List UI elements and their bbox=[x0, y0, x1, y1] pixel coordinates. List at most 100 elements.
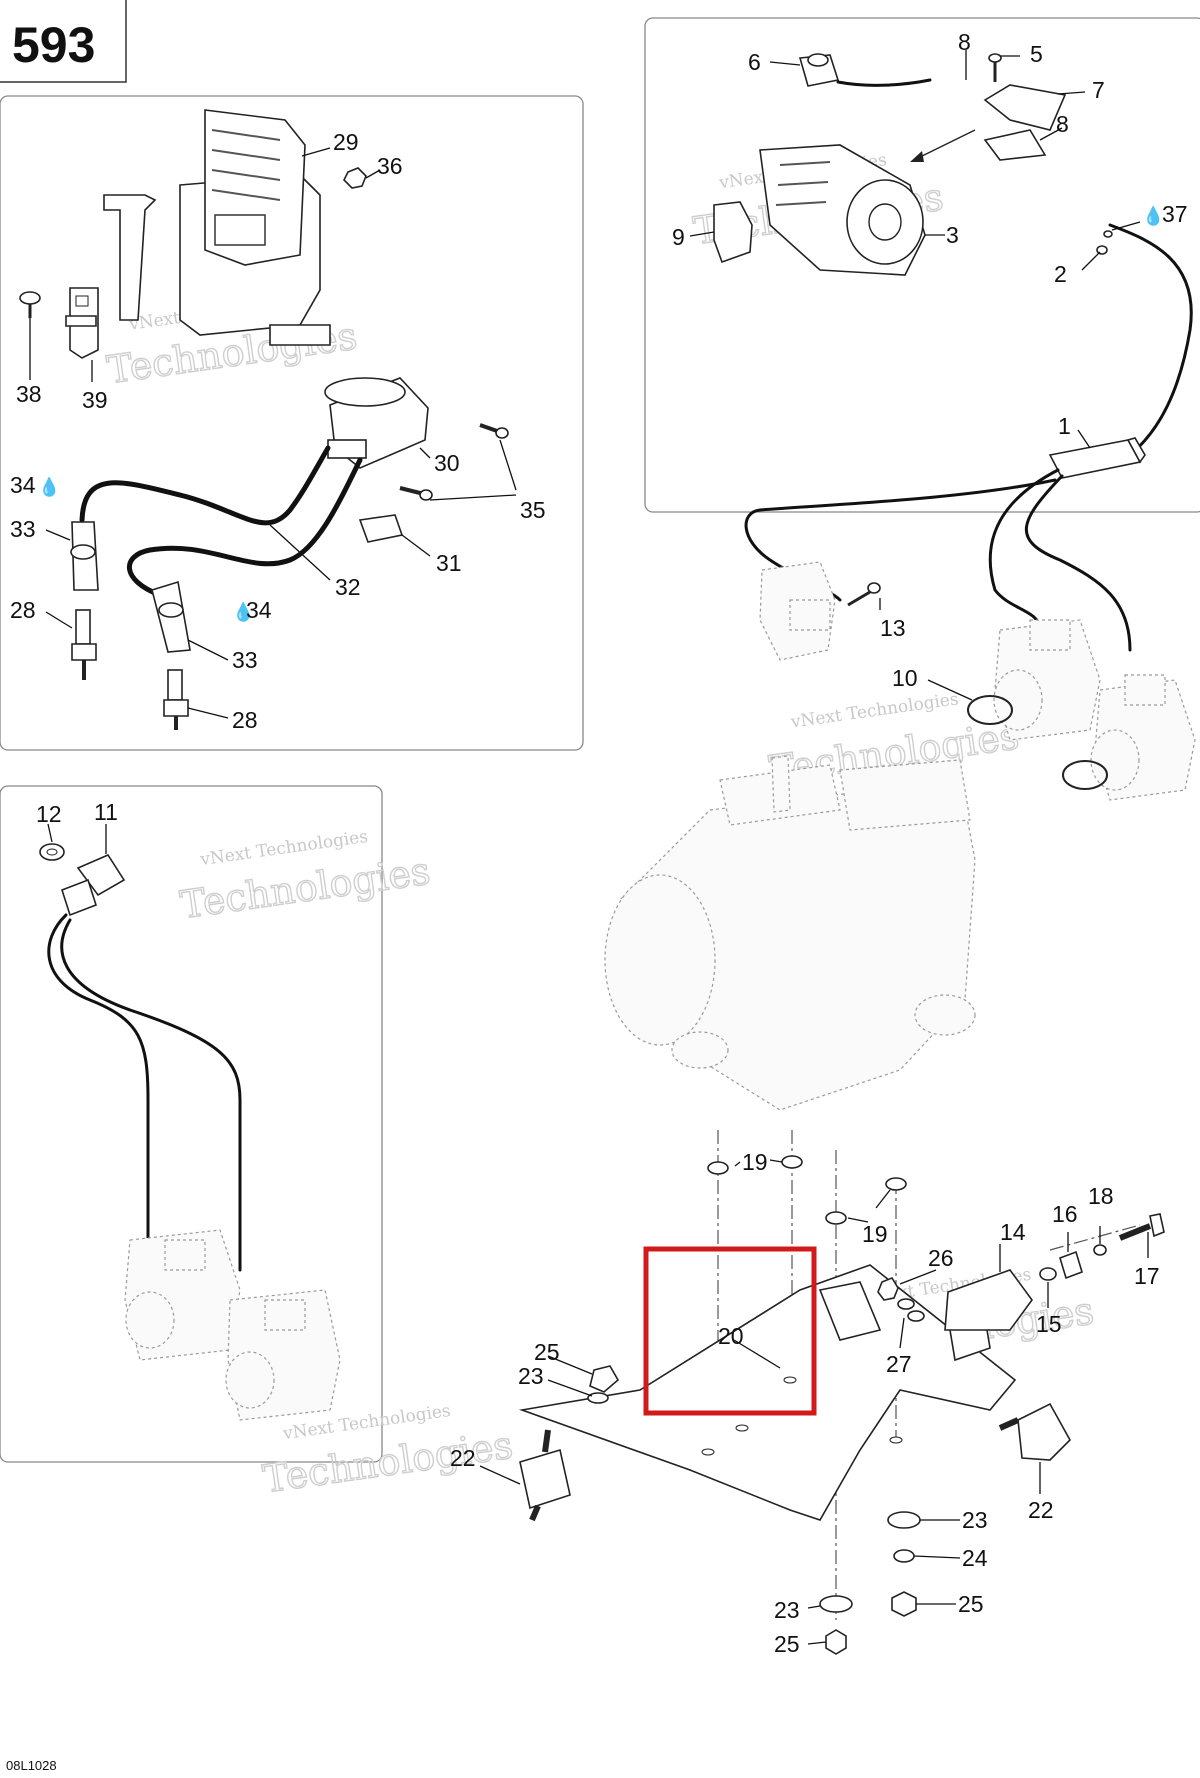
callout-28: 28 bbox=[232, 707, 258, 733]
engine-mount-plate bbox=[518, 1264, 1017, 1521]
callout-8: 8 bbox=[1056, 111, 1069, 137]
callout-39: 39 bbox=[82, 387, 108, 413]
callout-2: 2 bbox=[1054, 261, 1067, 287]
callout-26: 26 bbox=[928, 1245, 954, 1271]
callout-27: 27 bbox=[886, 1351, 912, 1377]
spacer-16 bbox=[1059, 1250, 1083, 1280]
washer-23 bbox=[587, 1392, 609, 1404]
clamp-10 bbox=[967, 695, 1108, 790]
washer-27 bbox=[897, 1298, 915, 1310]
highlight-box bbox=[643, 1246, 817, 1416]
sensor-panel bbox=[0, 785, 383, 1463]
nut-25 bbox=[825, 1629, 847, 1655]
sensor-wire bbox=[60, 918, 242, 1272]
callout-34: 34 bbox=[10, 472, 36, 498]
callout-35: 35 bbox=[520, 497, 546, 523]
callout-22: 22 bbox=[1028, 1497, 1054, 1523]
spark-plug-wire bbox=[127, 457, 363, 598]
callout-13: 13 bbox=[880, 615, 906, 641]
callout-38: 38 bbox=[16, 381, 42, 407]
throttle-panel bbox=[644, 17, 1200, 513]
leaders-throttle bbox=[689, 50, 1141, 449]
callout-31: 31 bbox=[436, 550, 462, 576]
callout-15: 15 bbox=[1036, 1311, 1062, 1337]
spark-plug-cap bbox=[70, 521, 99, 591]
callout-7: 7 bbox=[1092, 77, 1105, 103]
callout-12: 12 bbox=[36, 801, 62, 827]
carburetor-left bbox=[124, 1229, 341, 1421]
callout-34: 34 bbox=[246, 597, 272, 623]
bolt-17 bbox=[1118, 1213, 1165, 1241]
callout-9: 9 bbox=[672, 224, 685, 250]
callout-16: 16 bbox=[1052, 1201, 1078, 1227]
bracket-14 bbox=[944, 1269, 1033, 1331]
switch-wire bbox=[836, 78, 932, 87]
throttle-housing bbox=[759, 144, 926, 276]
callout-22: 22 bbox=[450, 1445, 476, 1471]
callout-25: 25 bbox=[534, 1339, 560, 1365]
callout-14: 14 bbox=[1000, 1219, 1026, 1245]
ignition-coil bbox=[324, 377, 429, 469]
callout-23: 23 bbox=[518, 1363, 544, 1389]
nut-26 bbox=[877, 1277, 899, 1301]
callout-19: 19 bbox=[862, 1221, 888, 1247]
spark-plug bbox=[71, 609, 97, 680]
assembly-arrow bbox=[917, 129, 976, 159]
callout-8: 8 bbox=[958, 29, 971, 55]
spark-plug bbox=[163, 669, 189, 730]
engine-block bbox=[604, 755, 976, 1111]
callout-23: 23 bbox=[774, 1597, 800, 1623]
callout-30: 30 bbox=[434, 450, 460, 476]
page-number: 593 bbox=[12, 17, 95, 73]
carb-cable bbox=[988, 468, 1060, 632]
callout-20: 20 bbox=[718, 1323, 744, 1349]
washer-27 bbox=[907, 1310, 925, 1322]
washer-12 bbox=[39, 843, 65, 861]
washer-24 bbox=[893, 1549, 915, 1563]
carb-cable bbox=[1025, 474, 1132, 652]
spark-plug-cap bbox=[151, 580, 191, 653]
bracket-39 bbox=[65, 287, 99, 359]
callout-18: 18 bbox=[1088, 1183, 1114, 1209]
sensor-wire bbox=[47, 913, 150, 1252]
washer-23 bbox=[819, 1595, 853, 1613]
screw-35 bbox=[399, 423, 509, 501]
bushing-15 bbox=[1039, 1267, 1057, 1281]
callout-24: 24 bbox=[962, 1545, 988, 1571]
switch-6 bbox=[798, 53, 840, 87]
carburetors bbox=[993, 619, 1196, 801]
throttle-cable bbox=[1108, 223, 1193, 457]
callout-3: 3 bbox=[946, 222, 959, 248]
callout-23: 23 bbox=[962, 1507, 988, 1533]
callout-33: 33 bbox=[232, 647, 258, 673]
callout-36: 36 bbox=[377, 153, 403, 179]
lubricant-drop-icon: 💧 bbox=[1142, 205, 1164, 226]
figure-reference: 08L1028 bbox=[6, 1758, 57, 1773]
screw-5 bbox=[988, 53, 1002, 82]
screw-38 bbox=[19, 291, 41, 318]
page-number-box: 593 bbox=[0, 0, 127, 83]
washer-18 bbox=[1093, 1244, 1107, 1256]
callout-19: 19 bbox=[742, 1149, 768, 1175]
leader-12 bbox=[47, 823, 53, 843]
cdi-module bbox=[103, 109, 331, 346]
callout-28: 28 bbox=[10, 597, 36, 623]
spark-plug-wire bbox=[79, 445, 331, 526]
rubber-mount-22-right bbox=[998, 1402, 1071, 1461]
callout-1: 1 bbox=[1058, 413, 1071, 439]
throttle-cover-9 bbox=[713, 201, 753, 264]
callout-6: 6 bbox=[748, 49, 761, 75]
callout-29: 29 bbox=[333, 129, 359, 155]
rubber-mount-22-left bbox=[519, 1429, 571, 1522]
nut-25 bbox=[589, 1365, 620, 1393]
ball-joint-13 bbox=[847, 582, 881, 607]
lubricant-drop-icon: 💧 bbox=[38, 476, 60, 497]
callout-32: 32 bbox=[335, 574, 361, 600]
callout-17: 17 bbox=[1134, 1263, 1160, 1289]
nut-25 bbox=[891, 1591, 917, 1617]
lubricant-drop-icon: 💧 bbox=[232, 601, 254, 622]
nut-36 bbox=[343, 167, 367, 189]
callout-25: 25 bbox=[774, 1631, 800, 1657]
callout-37: 37 bbox=[1162, 201, 1188, 227]
washer-23 bbox=[887, 1511, 921, 1529]
